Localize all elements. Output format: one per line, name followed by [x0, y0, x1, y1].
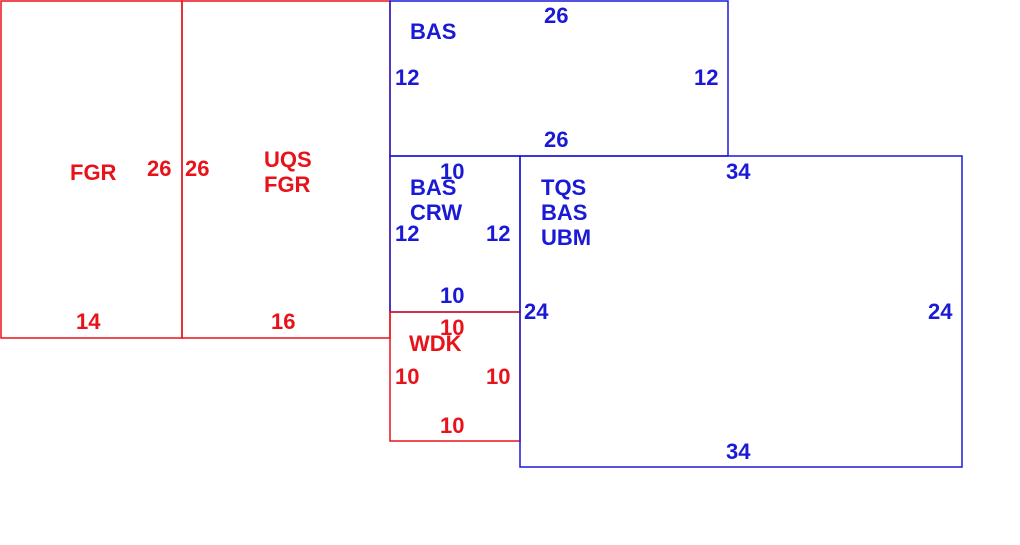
room-uqs-fgr: UQS FGR 26 16: [181, 0, 391, 339]
room-bas-crw-dim-top: 10: [440, 159, 464, 184]
room-wdk-dim-right: 10: [486, 364, 510, 389]
room-wdk-dim-bottom: 10: [440, 413, 464, 438]
room-bas-dim-top: 26: [544, 3, 568, 28]
room-bas: BAS 26 12 12 26: [389, 0, 729, 157]
room-fgr-dim-bottom: 14: [76, 309, 101, 334]
room-uqs-fgr-name-line1: UQS: [264, 147, 312, 172]
room-tqs-bas-ubm-name-line1: TQS: [541, 175, 586, 200]
room-tqs-bas-ubm-dim-bottom: 34: [726, 439, 751, 464]
room-tqs-bas-ubm-name-line3: UBM: [541, 225, 591, 250]
room-bas-crw-dim-right: 12: [486, 221, 510, 246]
room-wdk-dim-top: 10: [440, 315, 464, 340]
room-bas-dim-bottom: 26: [544, 127, 568, 152]
room-tqs-bas-ubm-name-line2: BAS: [541, 200, 587, 225]
room-bas-crw: 10 BAS CRW 12 12 10: [389, 155, 521, 313]
room-bas-crw-dim-bottom: 10: [440, 283, 464, 308]
room-fgr-dim-right: 26: [147, 156, 171, 181]
room-fgr-name: FGR: [70, 160, 117, 185]
room-fgr: FGR 14 26: [0, 0, 183, 339]
room-tqs-bas-ubm-dim-left: 24: [524, 299, 549, 324]
room-tqs-bas-ubm-dim-top: 34: [726, 159, 751, 184]
room-bas-crw-name-line2: CRW: [410, 200, 462, 225]
room-tqs-bas-ubm-outline: [519, 155, 963, 468]
room-bas-crw-dim-left: 12: [395, 221, 419, 246]
room-tqs-bas-ubm-dim-right: 24: [928, 299, 953, 324]
room-wdk: 10 WDK 10 10 10: [389, 311, 521, 442]
room-uqs-fgr-dim-left: 26: [185, 156, 209, 181]
room-bas-crw-name-line1: BAS: [410, 175, 456, 200]
room-bas-dim-right: 12: [694, 65, 718, 90]
room-wdk-name: WDK: [409, 331, 462, 356]
room-uqs-fgr-name-line2: FGR: [264, 172, 311, 197]
room-bas-name: BAS: [410, 19, 456, 44]
room-tqs-bas-ubm: 34 TQS BAS UBM 24 24 34: [519, 155, 963, 468]
room-uqs-fgr-dim-bottom: 16: [271, 309, 295, 334]
room-wdk-dim-left: 10: [395, 364, 419, 389]
room-bas-dim-left: 12: [395, 65, 419, 90]
